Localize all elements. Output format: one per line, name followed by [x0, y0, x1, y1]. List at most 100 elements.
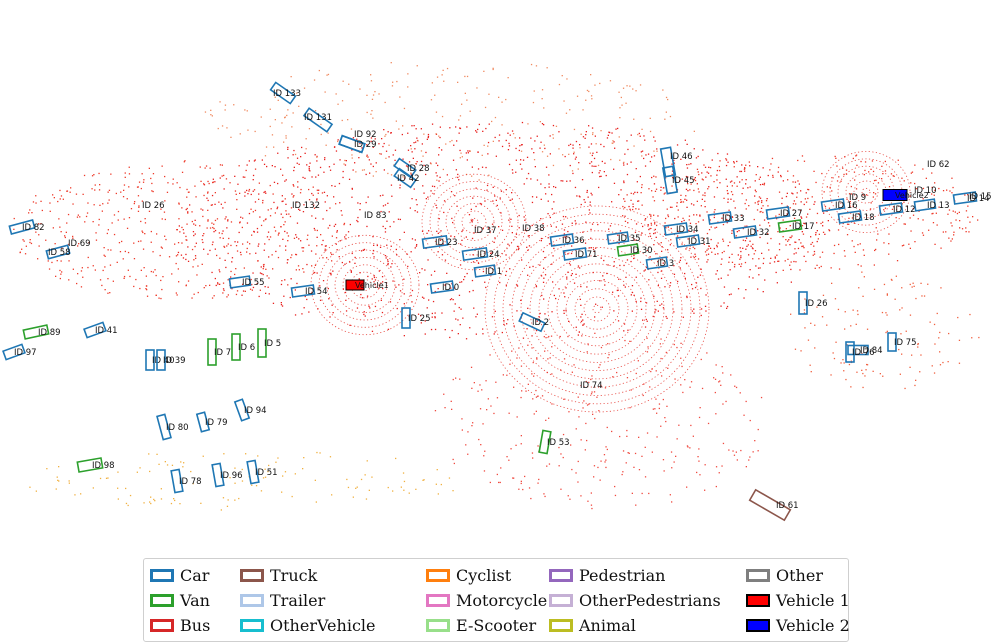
bbox [473, 264, 497, 278]
legend-label: Trailer [270, 590, 326, 610]
object-id-23: ID 23 [421, 234, 458, 250]
bbox [707, 211, 733, 225]
bbox [45, 244, 71, 260]
bbox [845, 341, 855, 363]
bbox [798, 291, 808, 315]
object-id-label: ID 24 [477, 250, 500, 260]
object-id-label: ID 92 [354, 130, 377, 140]
object-id-label: ID 37 [474, 226, 497, 236]
bbox [952, 191, 978, 205]
legend-swatch [426, 593, 450, 607]
object-id-label: ID 58 [48, 248, 71, 258]
object-id-label: ID 83 [364, 211, 387, 221]
legend-item-bus: Bus [150, 614, 210, 636]
bbox [765, 206, 791, 220]
object-id-13: ID 13 [913, 198, 950, 212]
bbox [878, 202, 904, 216]
legend-label: Bus [180, 615, 211, 635]
bbox [22, 324, 50, 340]
legend-swatch [746, 593, 770, 607]
object-id-label: ID 71 [575, 250, 598, 260]
point-cloud [13, 62, 980, 511]
bbox [538, 429, 552, 455]
object-id-27: ID 27 [765, 206, 803, 220]
object-id-14: ID 14 [952, 191, 990, 205]
legend-label: E-Scooter [456, 615, 537, 635]
bbox [401, 307, 411, 329]
object-id-label: ID 14 [967, 194, 990, 204]
object-id-7: ID 7 [207, 338, 231, 366]
object-id-label: ID 94 [244, 406, 267, 416]
object-id-label: ID 33 [722, 214, 745, 224]
object-id-15: ID 15 [969, 192, 992, 202]
object-id-98: ID 98 [76, 457, 115, 473]
object-id-label: ID 1 [485, 267, 502, 277]
object-id-28: ID 28 [393, 157, 430, 179]
object-id-label: ID 16 [835, 201, 858, 211]
ego-box [345, 279, 365, 291]
object-id-131: ID 131 [302, 107, 334, 133]
object-id-55: ID 55 [228, 275, 265, 289]
object-id-82: ID 82 [8, 219, 45, 235]
object-id-29: ID 29 [338, 134, 377, 154]
bbox [847, 344, 869, 356]
object-id-label: ID 15 [969, 192, 992, 202]
object-id-39: ID 39 [156, 349, 186, 371]
legend-swatch [240, 593, 264, 607]
legend-item-vehicle-2: Vehicle 2 [746, 614, 850, 636]
legend-item-vehicle-1: Vehicle 1 [746, 589, 850, 611]
bbox [429, 280, 455, 294]
object-id-132: ID 132 [292, 201, 320, 211]
object-id-label: ID 13 [927, 201, 950, 211]
object-id-label: ID 133 [273, 89, 301, 99]
object-id-label: ID 2 [532, 318, 549, 328]
object-id-label: ID 28 [407, 164, 430, 174]
bbox [887, 332, 897, 352]
object-id-62: ID 62 [927, 160, 950, 170]
object-id-label: ID 74 [580, 381, 603, 391]
legend-swatch [746, 568, 770, 582]
object-id-label: ID 5 [264, 339, 281, 349]
object-id-label: ID 25 [408, 314, 431, 324]
object-id-label: ID 131 [304, 113, 332, 123]
object-id-32: ID 32 [732, 225, 770, 239]
object-id-label: ID 38 [522, 224, 545, 234]
object-id-31: ID 31 [675, 234, 711, 248]
bbox [145, 349, 155, 371]
legend-label: Van [180, 590, 210, 610]
legend-item-truck: Truck [240, 564, 317, 586]
bbox [195, 411, 211, 433]
bbox [675, 234, 701, 248]
bbox [659, 146, 677, 178]
bbox [257, 328, 267, 358]
object-id-label: ID 96 [220, 471, 243, 481]
object-id-label: ID 34 [676, 225, 699, 235]
object-id-label: ID 0 [442, 283, 459, 293]
object-id-78: ID 78 [170, 468, 202, 494]
object-id-label: ID 45 [672, 176, 695, 186]
object-id-label: ID 53 [547, 438, 570, 448]
legend-label: Cyclist [456, 565, 512, 585]
bbox [748, 488, 792, 522]
legend-swatch [549, 618, 573, 632]
object-id-label: ID 78 [179, 477, 202, 487]
object-id-74: ID 74 [580, 381, 603, 391]
bbox [8, 219, 36, 235]
bbox [518, 311, 546, 333]
legend-label: Pedestrian [579, 565, 666, 585]
bbox [338, 134, 366, 154]
object-id-label: ID 30 [630, 246, 653, 256]
legend-swatch [150, 618, 174, 632]
bbox [837, 210, 863, 224]
object-id-label: ID 75 [894, 338, 917, 348]
ego-vehicle2: Vehicle2 [882, 189, 929, 201]
object-id-76: ID 76 [845, 341, 875, 363]
object-id-12: ID 12 [878, 202, 916, 216]
bbox [233, 398, 251, 422]
object-id-label: ID 79 [205, 418, 228, 428]
object-id-97: ID 97 [2, 343, 37, 361]
object-id-label: ID 55 [242, 278, 265, 288]
legend-item-van: Van [150, 589, 210, 611]
